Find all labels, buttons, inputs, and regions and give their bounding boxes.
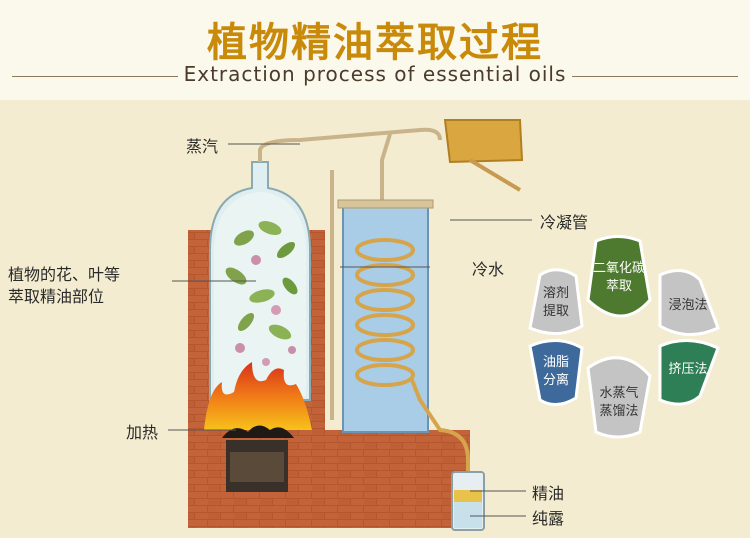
condenser-rim — [337, 199, 434, 209]
method-pill-4 — [586, 356, 652, 439]
grate — [230, 452, 284, 482]
method-label-3: 挤压法 — [668, 362, 708, 377]
header: 植物精油萃取过程 Extraction process of essential… — [0, 0, 750, 100]
diagram-panel: 蒸汽 植物的花、叶等 萃取精油部位 加热 冷凝管 冷水 精油 纯露 二氧化碳萃取… — [0, 100, 750, 538]
method-label-6: 溶剂提取 — [542, 286, 570, 319]
method-label-2: 浸泡法 — [668, 298, 708, 313]
plant-leaves — [225, 221, 298, 340]
bottle-oil — [454, 490, 482, 502]
method-pill-5 — [528, 339, 584, 406]
method-label-5: 油脂分离 — [542, 355, 570, 388]
bottle-hydrosol — [454, 502, 482, 528]
coals — [222, 425, 294, 438]
method-label-4: 水蒸气蒸馏法 — [599, 386, 639, 419]
page-subtitle: Extraction process of essential oils — [0, 62, 750, 86]
funnel-spout — [468, 158, 522, 192]
label-heating: 加热 — [126, 423, 159, 442]
label-condenser: 冷凝管 — [540, 213, 589, 232]
fire — [204, 362, 312, 430]
label-leader-lines — [168, 143, 532, 517]
label-plants-line2: 萃取精油部位 — [8, 287, 105, 306]
method-pill-2 — [658, 269, 720, 336]
subtitle-rule-left — [12, 76, 202, 77]
brick-platform — [325, 430, 470, 528]
method-pill-1 — [586, 235, 652, 318]
label-steam: 蒸汽 — [186, 137, 219, 156]
distillation-illustration — [168, 119, 720, 531]
steam-pipe — [258, 127, 442, 162]
method-pills — [528, 235, 720, 439]
plant-flowers — [235, 255, 296, 366]
condenser-coil — [355, 238, 470, 472]
label-cold-water: 冷水 — [472, 260, 505, 279]
method-pill-6 — [528, 268, 584, 335]
subtitle-rule-right — [548, 76, 738, 77]
method-pill-3 — [658, 339, 720, 406]
label-plants-line1: 植物的花、叶等 — [8, 265, 121, 284]
funnel — [443, 119, 524, 164]
method-label-1: 二氧化碳萃取 — [592, 261, 646, 294]
page-title: 植物精油萃取过程 — [207, 20, 543, 66]
label-hydrosol: 纯露 — [532, 509, 565, 528]
label-essential-oil: 精油 — [532, 484, 565, 503]
